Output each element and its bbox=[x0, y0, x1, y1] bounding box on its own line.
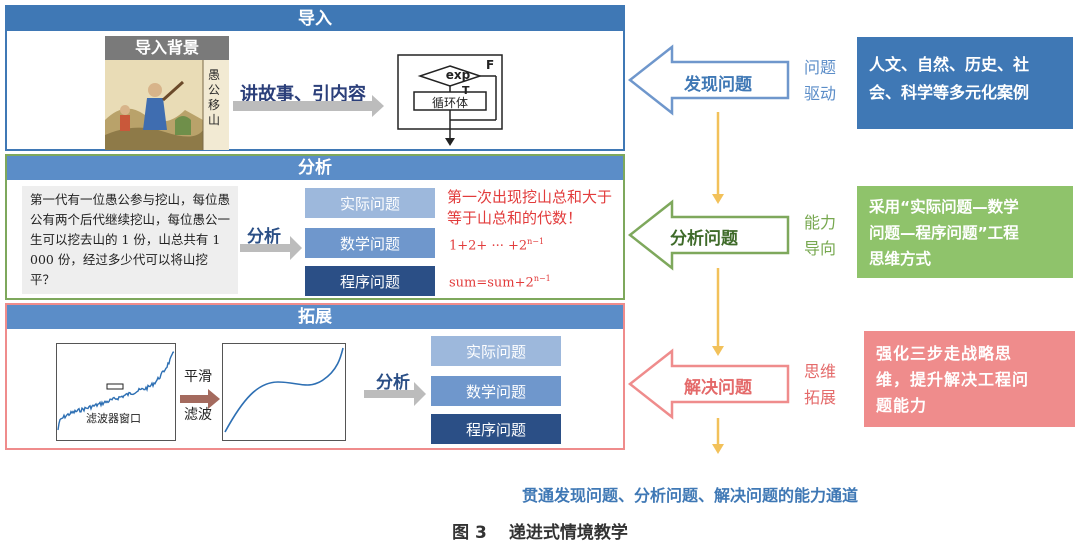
extension-box-math: 数学问题 bbox=[431, 376, 561, 406]
loop-flowchart bbox=[392, 52, 510, 148]
intro-panel: 导入 bbox=[5, 5, 625, 151]
noisy-signal-curve bbox=[57, 351, 175, 431]
right-box-strategy: 强化三步走战略思 维，提升解决工程问 题能力 bbox=[864, 331, 1075, 427]
flow-t-label: T bbox=[462, 84, 470, 97]
analysis-box-actual: 实际问题 bbox=[305, 188, 435, 218]
painting-graphic bbox=[105, 60, 229, 150]
flowchart-graphic bbox=[397, 54, 503, 146]
figure-title: 递进式情境教学 bbox=[508, 523, 628, 543]
intro-image-title: 导入背景 bbox=[105, 36, 229, 60]
side-label-ability-oriented: 能力 导向 bbox=[803, 213, 836, 258]
analysis-box-math: 数学问题 bbox=[305, 228, 435, 258]
figure-caption: 图 3 递进式情境教学 bbox=[0, 518, 1080, 543]
smooth-signal-curve bbox=[224, 347, 344, 433]
figure-number: 图 3 bbox=[452, 523, 487, 543]
noisy-signal-plot bbox=[56, 343, 176, 441]
flow-f-label: F bbox=[486, 58, 495, 72]
flow-body-label: 循环体 bbox=[431, 96, 468, 110]
side-label-problem-driven: 问题 驱动 bbox=[803, 58, 836, 103]
extension-header: 拓展 bbox=[7, 305, 623, 329]
right-box-method: 采用“实际问题—数学 问题—程序问题”工程 思维方式 bbox=[857, 186, 1073, 278]
smooth-signal-graphic bbox=[224, 347, 344, 433]
extension-box-program: 程序问题 bbox=[431, 414, 561, 444]
analysis-panel: 分析 bbox=[5, 154, 625, 300]
smooth-label-2: 滤波 bbox=[184, 407, 212, 423]
smooth-signal-plot bbox=[222, 343, 346, 441]
side-label-thinking-extension: 思维 拓展 bbox=[803, 362, 836, 407]
arrow-solve-text: 解决问题 bbox=[684, 378, 752, 398]
analysis-header: 分析 bbox=[7, 156, 623, 180]
flow-exp-label: exp bbox=[445, 68, 471, 82]
smooth-label-1: 平滑 bbox=[184, 369, 212, 385]
extension-analysis-label: 分析 bbox=[376, 373, 410, 393]
noisy-signal-graphic bbox=[57, 351, 175, 431]
ability-channel-text: 贯通发现问题、分析问题、解决问题的能力通道 bbox=[522, 486, 859, 505]
arrow-discover-text: 发现问题 bbox=[684, 75, 752, 95]
painting-caption: 愚公移山 bbox=[207, 68, 220, 127]
analysis-arrow-text: 分析 bbox=[247, 227, 281, 247]
yugong-painting bbox=[105, 60, 229, 150]
story-textbox: 第一代有一位愚公参与挖山，每位愚公有两个后代继续挖山，每位愚公一生可以挖去山的 … bbox=[22, 186, 238, 294]
formula-sum: 1+2+ ··· +2n−1 bbox=[449, 237, 545, 254]
filter-window-label: 滤波器窗口 bbox=[86, 412, 141, 425]
intro-header: 导入 bbox=[7, 7, 623, 31]
intro-arrow-text: 讲故事、引内容 bbox=[240, 84, 366, 105]
arrow-analyze-text: 分析问题 bbox=[670, 229, 738, 249]
extension-panel: 拓展 bbox=[5, 303, 625, 450]
analysis-box-program: 程序问题 bbox=[305, 266, 435, 296]
extension-box-actual: 实际问题 bbox=[431, 336, 561, 366]
right-box-cases: 人文、自然、历史、社 会、科学等多元化案例 bbox=[857, 37, 1073, 129]
formula-code: sum=sum+2n−1 bbox=[449, 274, 551, 291]
story-text: 第一代有一位愚公参与挖山，每位愚公有两个后代继续挖山，每位愚公一生可以挖去山的 … bbox=[30, 192, 231, 287]
red-question: 第一次出现挖山总和大于等于山总和的代数！ bbox=[447, 188, 613, 227]
